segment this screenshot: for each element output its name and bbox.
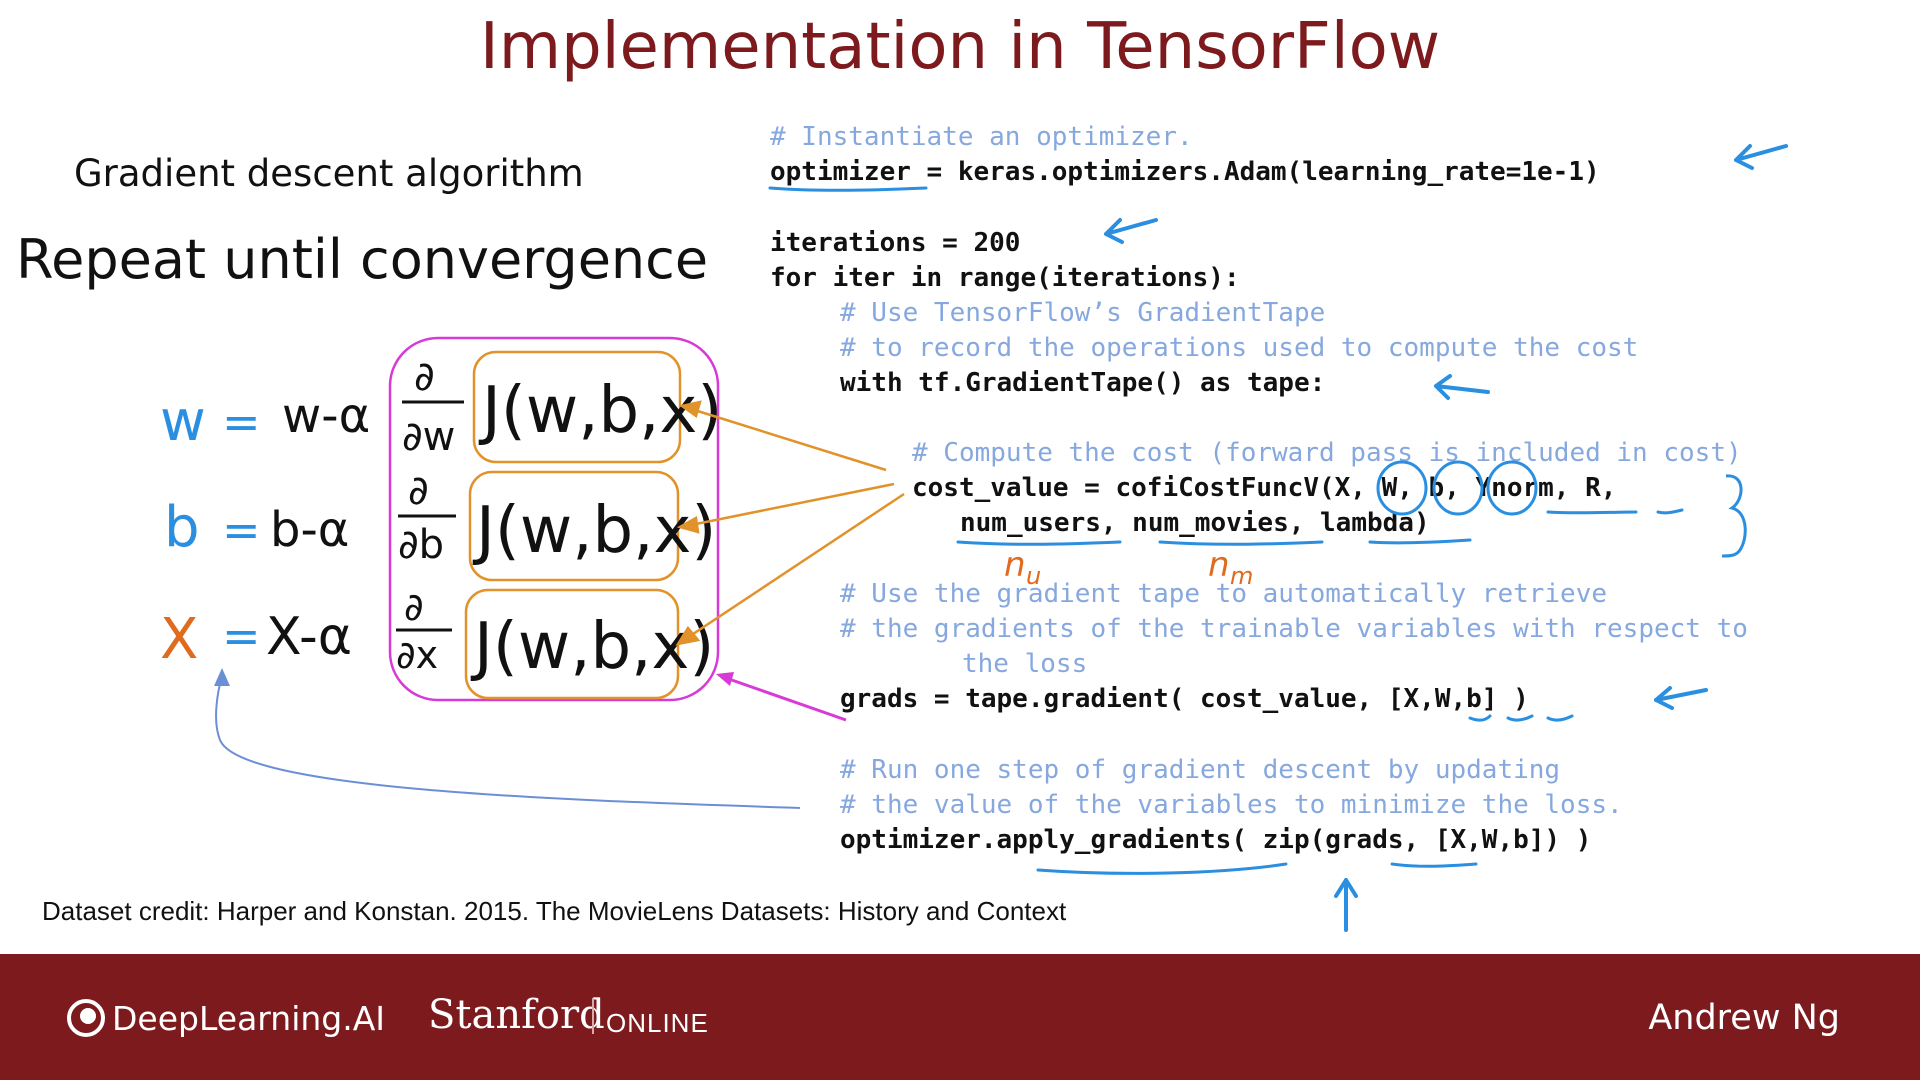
code-line-cost-value: cost_value = cofiCostFuncV(X, W, b, Ynor… <box>912 473 1617 503</box>
code-line-apply-gradients: optimizer.apply_gradients( zip(grads, [X… <box>840 825 1592 855</box>
code-line-with-tape: with tf.GradientTape() as tape: <box>840 368 1326 398</box>
deeplearning-logo: DeepLearning.AI <box>66 998 385 1038</box>
grads-arrowhead <box>716 672 734 686</box>
dataset-credit: Dataset credit: Harper and Konstan. 2015… <box>42 896 1067 926</box>
deeplearning-logo-text: DeepLearning.AI <box>112 998 386 1038</box>
cost-box-x <box>464 588 680 700</box>
stanford-online-label: ONLINE <box>606 1008 709 1038</box>
eq-x-rhs: X-α <box>266 607 352 667</box>
code-comment-gradienttape: # Use TensorFlow’s GradientTape <box>840 298 1326 328</box>
code-line-iterations: iterations = 200 <box>770 228 1021 258</box>
eq-w-cost: J(w,b,x) <box>478 374 722 448</box>
eq-x-equals: = <box>222 609 261 663</box>
update-curve-arrowhead <box>214 668 230 686</box>
eq-b-deriv-num: ∂ <box>408 468 429 514</box>
eq-b-equals: = <box>222 503 261 557</box>
code-comment-compute-cost: # Compute the cost (forward pass is incl… <box>912 438 1742 468</box>
argument-brace <box>1721 474 1747 558</box>
eq-x-cost: J(w,b,x) <box>470 610 714 684</box>
code-comment-the-loss: the loss <box>962 649 1088 679</box>
cost-box-w <box>472 350 682 464</box>
eq-x-var: X <box>160 607 198 672</box>
eq-b-var: b <box>164 495 200 560</box>
eq-x-deriv-num: ∂ <box>404 585 424 629</box>
footer-bar <box>0 954 1920 1080</box>
code-comment-instantiate: # Instantiate an optimizer. <box>770 122 1193 152</box>
grads-arrow <box>725 676 847 722</box>
eq-b-cost: J(w,b,x) <box>472 494 716 568</box>
eq-x-deriv-den: ∂x <box>396 633 438 677</box>
code-comment-retrieve: # Use the gradient tape to automatically… <box>840 579 1608 609</box>
code-comment-run-step: # Run one step of gradient descent by up… <box>840 755 1561 785</box>
cost-box-b <box>468 470 680 582</box>
author-name: Andrew Ng <box>1648 998 1840 1038</box>
stanford-divider <box>592 998 594 1034</box>
deeplearning-logo-icon <box>67 999 105 1037</box>
update-curve-arrow <box>215 675 801 809</box>
gradient-descent-heading: Gradient descent algorithm <box>74 152 584 195</box>
code-line-grads: grads = tape.gradient( cost_value, [X,W,… <box>840 684 1529 714</box>
stanford-wordmark: Stanford <box>428 992 605 1038</box>
gradient-group-box <box>388 336 720 702</box>
repeat-heading: Repeat until convergence <box>16 228 709 291</box>
code-line-for-loop: for iter in range(iterations): <box>770 263 1240 293</box>
code-comment-trainable: # the gradients of the trainable variabl… <box>840 614 1748 644</box>
eq-b-deriv-den: ∂b <box>398 522 444 568</box>
code-line-cost-args: num_users, num_movies, lambda) <box>960 508 1430 538</box>
slide-title: Implementation in TensorFlow <box>479 10 1441 84</box>
eq-w-deriv-den: ∂w <box>402 414 455 460</box>
eq-w-equals: = <box>222 395 261 449</box>
eq-w-rhs: w-α <box>282 388 370 444</box>
eq-w-var: w <box>160 389 206 454</box>
code-line-optimizer: optimizer = keras.optimizers.Adam(learni… <box>770 157 1600 187</box>
code-comment-minimize: # the value of the variables to minimize… <box>840 790 1623 820</box>
code-comment-record: # to record the operations used to compu… <box>840 333 1639 363</box>
eq-b-rhs: b-α <box>270 502 349 558</box>
eq-w-deriv-num: ∂ <box>414 354 435 400</box>
